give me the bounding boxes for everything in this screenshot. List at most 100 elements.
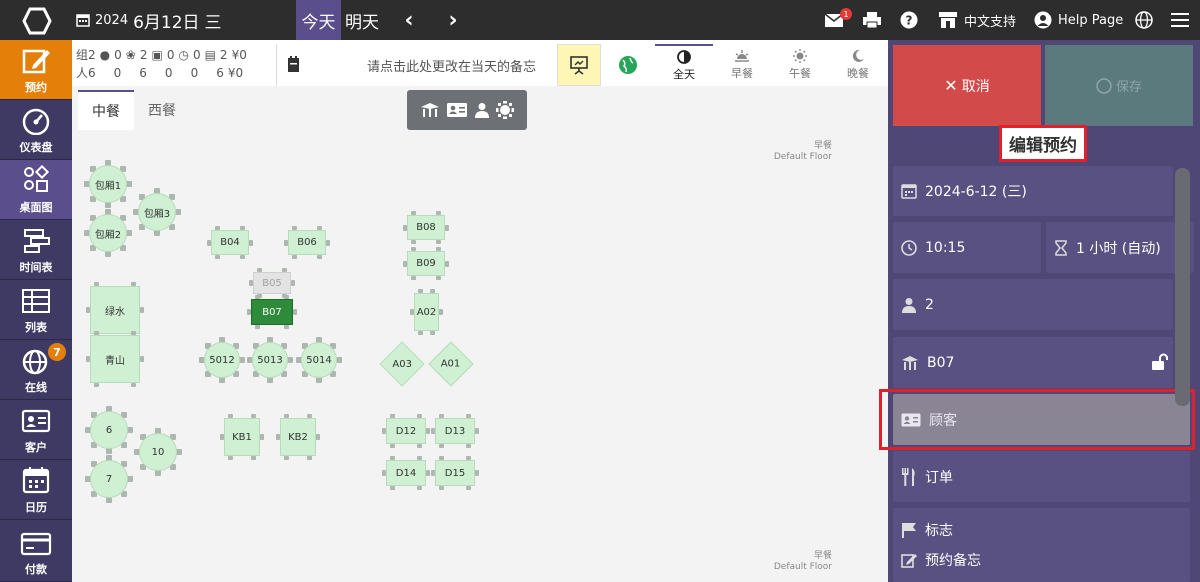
table-field[interactable]: B07 bbox=[893, 337, 1173, 388]
app-logo-icon[interactable] bbox=[22, 7, 52, 35]
save-button[interactable]: 保存 bbox=[1045, 45, 1193, 126]
chair bbox=[403, 260, 407, 267]
stat-pending-people: 0 bbox=[164, 66, 173, 80]
dashboard-icon bbox=[22, 108, 50, 135]
table-kb2[interactable]: KB2 bbox=[280, 418, 316, 456]
prev-day-button[interactable]: ‹ bbox=[404, 7, 414, 33]
daily-note-input[interactable]: 请点击此处更改在当天的备忘 bbox=[276, 44, 556, 86]
help-circle-icon[interactable]: ? bbox=[900, 8, 918, 32]
floor-label-floor: Default Floor bbox=[773, 152, 832, 162]
meal-tab-dinner[interactable]: 晚餐 bbox=[829, 44, 887, 86]
floor-tabs: 中餐 西餐 bbox=[78, 90, 190, 132]
sidebar-item-list[interactable]: 列表 bbox=[0, 280, 72, 340]
sidebar-item-payment[interactable]: 付款 bbox=[0, 520, 72, 582]
chair bbox=[127, 427, 133, 433]
notes-row[interactable]: 预约备忘 bbox=[901, 550, 981, 570]
chair bbox=[316, 434, 320, 440]
online-globe-button[interactable] bbox=[604, 44, 652, 86]
support-link[interactable]: 中文支持 bbox=[938, 8, 1016, 32]
chair bbox=[239, 357, 245, 363]
table-d14[interactable]: D14 bbox=[386, 460, 426, 486]
sidebar-item-reservation[interactable]: 预约 bbox=[0, 40, 72, 100]
sidebar-item-customer[interactable]: 客户 bbox=[0, 400, 72, 460]
round-table-icon[interactable] bbox=[496, 101, 514, 119]
table-baoxiang-1[interactable]: 包厢1 bbox=[89, 165, 127, 203]
meal-tab-breakfast[interactable]: 早餐 bbox=[713, 44, 771, 86]
table-b05[interactable]: B05 bbox=[253, 272, 291, 294]
tags-notes-field[interactable]: 标志 预约备忘 bbox=[893, 508, 1190, 582]
table-d12[interactable]: D12 bbox=[386, 418, 426, 444]
menu-hamburger-icon[interactable] bbox=[1171, 8, 1189, 32]
today-button[interactable]: 今天 bbox=[296, 0, 341, 40]
table-d15[interactable]: D15 bbox=[435, 460, 475, 486]
stat-online-groups: 0 bbox=[114, 48, 122, 62]
print-icon[interactable] bbox=[862, 8, 882, 32]
table-filter-icon[interactable] bbox=[420, 102, 440, 118]
sidebar-item-floorplan[interactable]: 桌面图 bbox=[0, 160, 72, 220]
chair bbox=[330, 342, 337, 349]
panel-title: 编辑预约 bbox=[999, 125, 1087, 162]
sidebar-item-calendar[interactable]: 日历 bbox=[0, 460, 72, 520]
chair bbox=[475, 470, 479, 476]
sidebar-item-online[interactable]: 在线 7 bbox=[0, 340, 72, 400]
table-7[interactable]: 7 bbox=[90, 460, 128, 498]
table-qingshan[interactable]: 青山 bbox=[90, 335, 140, 383]
table-baoxiang-3[interactable]: 包厢3 bbox=[138, 193, 176, 231]
table-10[interactable]: 10 bbox=[139, 433, 177, 471]
table-icon bbox=[902, 355, 918, 370]
table-baoxiang-2[interactable]: 包厢2 bbox=[89, 214, 127, 252]
table-a02[interactable]: A02 bbox=[414, 293, 439, 331]
next-day-button[interactable]: › bbox=[448, 7, 458, 33]
guests-field[interactable]: 2 bbox=[893, 279, 1173, 330]
table-5014[interactable]: 5014 bbox=[301, 342, 337, 378]
chair bbox=[326, 239, 330, 246]
cancel-button[interactable]: ✕ 取消 bbox=[893, 45, 1041, 126]
table-b06[interactable]: B06 bbox=[288, 230, 326, 255]
table-5013[interactable]: 5013 bbox=[252, 342, 288, 378]
chair bbox=[105, 209, 111, 215]
tags-row[interactable]: 标志 bbox=[901, 520, 953, 540]
language-globe-icon[interactable] bbox=[1135, 8, 1153, 32]
chair bbox=[411, 240, 416, 244]
order-field[interactable]: 订单 bbox=[893, 451, 1190, 502]
floor-plan-canvas[interactable] bbox=[72, 86, 888, 582]
presentation-button[interactable] bbox=[557, 44, 601, 86]
person-icon[interactable] bbox=[474, 102, 490, 118]
table-d13[interactable]: D13 bbox=[435, 418, 475, 444]
meal-tab-all-day[interactable]: 全天 bbox=[655, 44, 713, 86]
table-b08[interactable]: B08 bbox=[407, 215, 445, 240]
table-lvshui[interactable]: 绿水 bbox=[90, 286, 140, 334]
panel-scrollbar[interactable] bbox=[1175, 168, 1190, 406]
chair bbox=[134, 449, 140, 455]
meal-tab-label: 全天 bbox=[673, 68, 695, 81]
table-b09[interactable]: B09 bbox=[407, 251, 445, 276]
sidebar-item-timeline[interactable]: 时间表 bbox=[0, 220, 72, 280]
date-picker-button[interactable]: 2024 6月12日 三 bbox=[76, 0, 222, 40]
help-page-link[interactable]: Help Page bbox=[1034, 8, 1123, 32]
table-b07-selected[interactable]: B07 bbox=[251, 299, 293, 325]
tomorrow-button[interactable]: 明天 bbox=[345, 12, 379, 33]
id-card-icon[interactable] bbox=[446, 102, 468, 118]
edit-icon bbox=[22, 49, 50, 74]
meal-tab-lunch[interactable]: 午餐 bbox=[771, 44, 829, 86]
unlock-icon[interactable] bbox=[1150, 353, 1168, 371]
date-field[interactable]: 2024-6-12 (三) bbox=[893, 166, 1173, 216]
chair bbox=[120, 412, 127, 419]
table-kb1[interactable]: KB1 bbox=[224, 418, 260, 456]
floor-tab-western[interactable]: 西餐 bbox=[148, 103, 176, 119]
meal-tab-label: 晚餐 bbox=[847, 67, 869, 80]
duration-select[interactable]: 1 小时 (自动) bbox=[1046, 222, 1194, 273]
time-field[interactable]: 10:15 bbox=[893, 222, 1041, 273]
sidebar-item-dashboard[interactable]: 仪表盘 bbox=[0, 100, 72, 160]
chair bbox=[120, 441, 127, 448]
floor-tab-chinese[interactable]: 中餐 bbox=[78, 90, 134, 130]
chair bbox=[249, 239, 253, 246]
table-6[interactable]: 6 bbox=[90, 411, 128, 449]
table-b04[interactable]: B04 bbox=[211, 230, 249, 255]
stats-people-row: 人6 0 6 0 0 6 ¥0 bbox=[76, 64, 272, 82]
date-value: 2024-6-12 (三) bbox=[925, 184, 1027, 200]
chair bbox=[284, 325, 289, 329]
table-5012[interactable]: 5012 bbox=[204, 342, 240, 378]
customer-field[interactable]: 顾客 bbox=[893, 394, 1190, 445]
chair bbox=[155, 470, 161, 476]
